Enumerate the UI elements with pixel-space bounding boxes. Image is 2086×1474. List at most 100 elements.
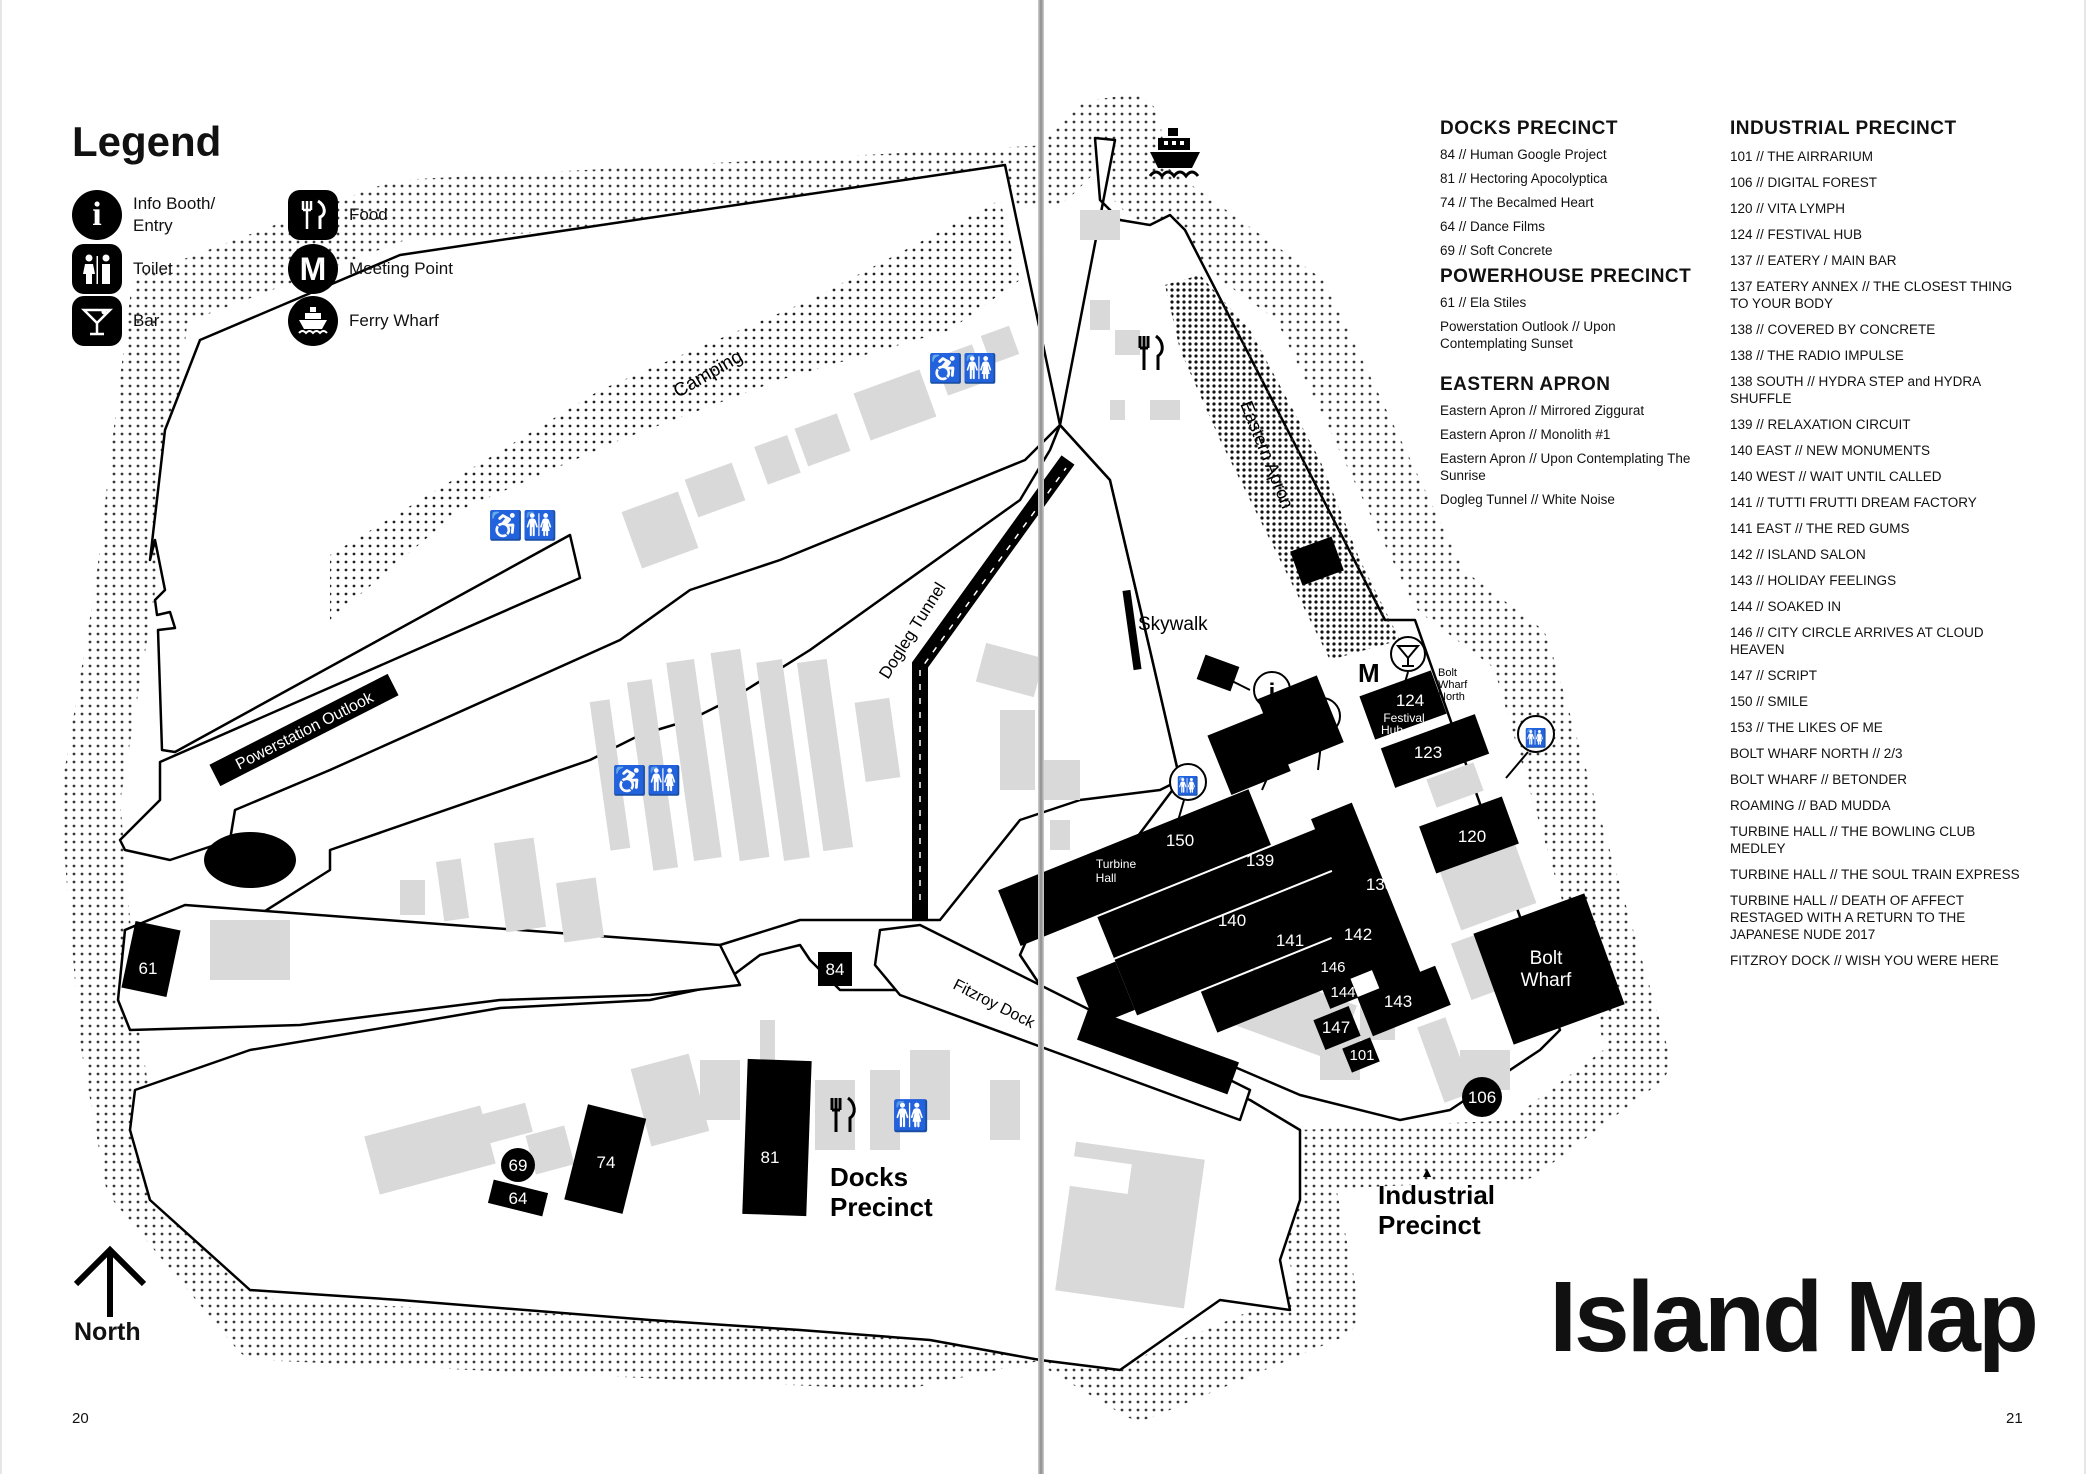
list-item: 124 // FESTIVAL HUB [1730,227,1863,242]
toilet-icon: 🚻 [892,1098,929,1133]
list-item: 144 // SOAKED IN [1730,599,1842,614]
venue-124 [1359,670,1447,740]
section-title-docks: DOCKS PRECINCT [1440,118,1619,139]
legend-item-toilet: Toilet [72,244,173,294]
ferry-icon [288,296,338,346]
list-item: 143 // HOLIDAY FEELINGS [1730,573,1897,588]
svg-text:♿🚻: ♿🚻 [928,352,998,385]
map-small-labels: Festival Hub Bar Eatery Turbine Hall Bol… [1096,711,1572,991]
section-title-industrial: INDUSTRIAL PRECINCT [1730,118,1957,139]
list-item: 61 // Ela Stiles [1440,295,1527,310]
svg-text:143: 143 [1384,992,1412,1011]
venue-101 [1342,1037,1380,1073]
directory-column-left: DOCKS PRECINCT 84 // Human Google Projec… [1440,118,1700,515]
svg-text:147: 147 [1322,1018,1350,1037]
list-item: 84 // Human Google Project [1440,147,1607,162]
list-item: 140 WEST // WAIT UNTIL CALLED [1730,469,1942,484]
legend-title: Legend [72,118,222,165]
svg-text:Precinct: Precinct [830,1192,933,1222]
page-spine [1038,0,1044,1474]
list-item: 137 // EATERY / MAIN BAR [1730,253,1897,268]
north-label: North [74,1318,141,1346]
bolt-wharf-north-label: Bolt Wharf North [1438,667,1468,703]
svg-text:150: 150 [1166,831,1194,850]
svg-text:64: 64 [509,1189,528,1208]
svg-text:Wharf: Wharf [1521,970,1572,991]
svg-text:144: 144 [1330,984,1355,1001]
legend-item-info: i Info Booth/ Entry [72,190,243,240]
svg-text:Festival: Festival [1383,711,1424,725]
svg-text:North: North [1438,691,1465,703]
svg-text:Bar: Bar [1263,793,1282,807]
list-item: TURBINE HALL // THE SOUL TRAIN EXPRESS [1730,867,2020,882]
venue-139 [1097,819,1355,958]
list-item: TURBINE HALL // THE BOWLING CLUB MEDLEY [1730,824,1976,856]
svg-text:69: 69 [509,1156,528,1175]
svg-text:Docks: Docks [830,1162,908,1192]
legend-label: Toilet [133,259,173,278]
list-item: Eastern Apron // Upon Contemplating The … [1440,451,1691,483]
list-item: 101 // THE AIRRARIUM [1730,149,1874,164]
cutlery-icon [288,190,338,240]
svg-text:139: 139 [1246,851,1274,870]
legend-label: Meeting Point [349,259,453,278]
svg-text:81: 81 [761,1148,780,1167]
svg-text:120: 120 [1458,827,1486,846]
svg-text:124: 124 [1396,691,1424,710]
venue-block-dock [1077,1007,1239,1095]
venue-64 [487,1179,549,1217]
legend-label: Info Booth/ Entry [133,194,216,235]
list-item: TURBINE HALL // DEATH OF AFFECT RESTAGED… [1730,893,1966,942]
legend-label: Ferry Wharf [349,311,439,330]
docks-precinct-label: Docks Precinct [830,1162,933,1222]
legend-item-ferry-wharf: Ferry Wharf [288,296,439,346]
toilet-icon [72,244,122,294]
venue-84 [818,952,852,986]
skywalk-label: Skywalk [1138,614,1208,635]
venue-74 [564,1104,647,1214]
list-item: 140 EAST // NEW MONUMENTS [1730,443,1931,458]
venue-153 [1076,961,1135,1026]
page-number-right: 21 [2006,1410,2023,1427]
list-item: 106 // DIGITAL FOREST [1730,175,1878,190]
svg-text:84: 84 [826,960,845,979]
list-item: 141 EAST // THE RED GUMS [1730,521,1910,536]
list-item: Powerstation Outlook // Upon Contemplati… [1440,319,1616,351]
list-item: 147 // SCRIPT [1730,668,1818,683]
venue-146 [1318,950,1356,984]
list-item: 69 // Soft Concrete [1440,243,1553,258]
list-item: 153 // THE LIKES OF ME [1730,720,1883,735]
ferry-wharf-icon [1148,128,1200,179]
list-item: Eastern Apron // Mirrored Ziggurat [1440,403,1645,418]
svg-text:74: 74 [597,1153,616,1172]
skywalk [1122,589,1142,671]
svg-text:Hub: Hub [1381,723,1403,737]
legend-label: Food [349,205,388,224]
list-item: 137 EATERY ANNEX // THE CLOSEST THING TO… [1730,279,2013,311]
svg-text:🚻: 🚻 [1177,775,1199,796]
list-item: BOLT WHARF // BETONDER [1730,772,1908,787]
list-item: 150 // SMILE [1730,694,1809,709]
section-title-eastern: EASTERN APRON [1440,374,1611,395]
list-item: 139 // RELAXATION CIRCUIT [1730,417,1911,432]
list-item: 74 // The Becalmed Heart [1440,195,1594,210]
cocktail-icon [72,296,122,346]
meeting-point-icon: M [288,244,338,294]
list-item: 138 // THE RADIO IMPULSE [1730,348,1904,363]
venue-140 [1114,866,1369,1016]
svg-text:♿🚻: ♿🚻 [612,764,682,797]
venue-142 [1320,894,1380,966]
svg-text:Precinct: Precinct [1378,1210,1481,1240]
svg-text:i: i [1269,679,1276,706]
svg-text:106: 106 [1468,1088,1496,1107]
info-icon: i [72,190,122,240]
venue-120 [1419,796,1519,874]
page-number-left: 20 [72,1410,89,1427]
venue-numbers: 61 84 81 74 69 64 124 123 120 106 150 13… [139,691,1497,1208]
venue-147 [1313,1006,1361,1050]
list-item: 138 // COVERED BY CONCRETE [1730,322,1936,337]
list-item: 141 // TUTTI FRUTTI DREAM FACTORY [1730,495,1977,510]
legend-label: Bar [133,311,160,330]
list-item: 146 // CITY CIRCLE ARRIVES AT CLOUD HEAV… [1730,625,1984,657]
